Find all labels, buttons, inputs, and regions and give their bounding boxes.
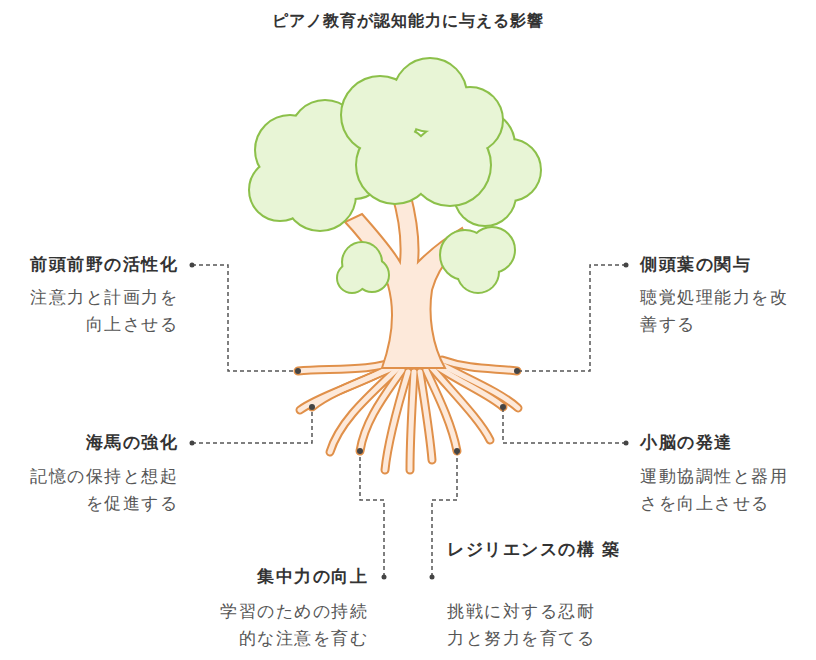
callout-description: 運動協調性と器用 さを向上させる <box>640 463 810 517</box>
callout-heading: レジリエンスの構 築 <box>447 538 622 561</box>
callout-description: 記憶の保持と想起 を促進する <box>3 463 178 517</box>
leader-dots <box>190 263 629 580</box>
callout-heading: 集中力の向上 <box>193 565 368 588</box>
callout-heading: 小脳の発達 <box>640 431 810 454</box>
callout-heading: 海馬の強化 <box>3 431 178 454</box>
leader-lines <box>192 265 626 577</box>
callout-heading: 前頭前野の活性化 <box>3 253 178 276</box>
callout-description: 聴覚処理能力を改 善する <box>640 284 810 338</box>
diagram-title: ピアノ教育が認知能力に与える影響 <box>108 11 708 32</box>
callout-description: 学習のための持続 的な注意を育む <box>193 598 368 652</box>
callout-heading: 側頭葉の関与 <box>640 253 810 276</box>
callout-description: 挑戦に対する忍耐 力と努力を育てる <box>447 598 622 652</box>
callout-description: 注意力と計画力を 向上させる <box>3 284 178 338</box>
